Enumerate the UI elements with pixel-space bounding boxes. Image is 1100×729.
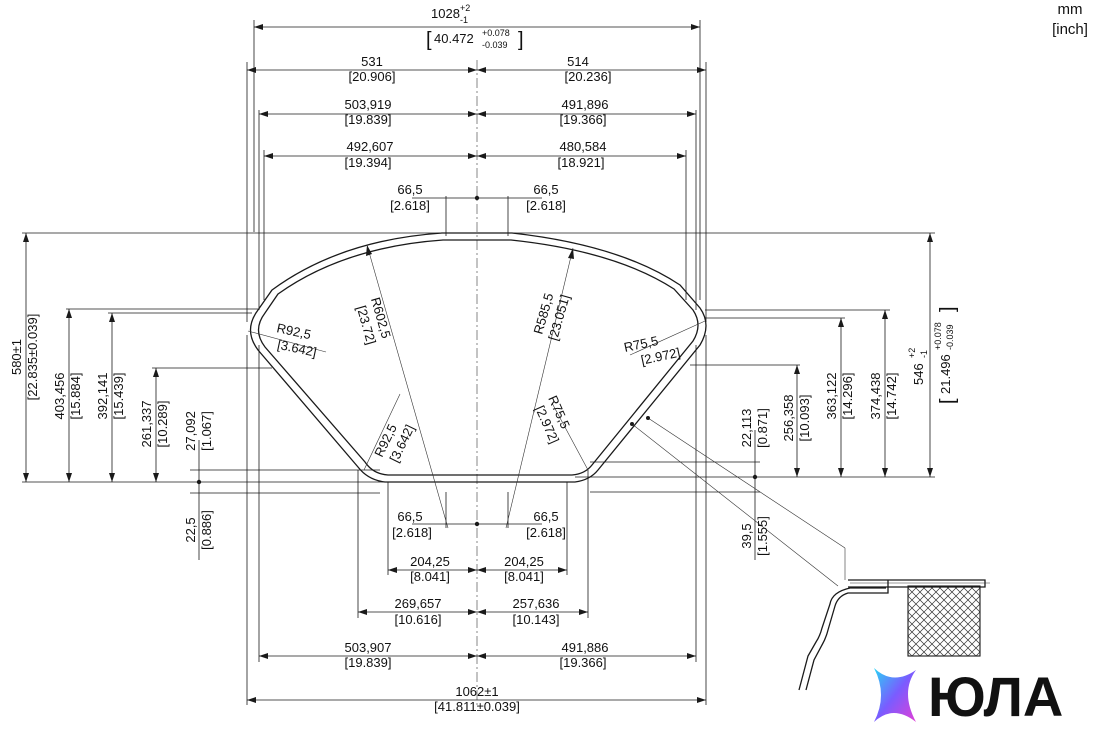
svg-text:363,122: 363,122 — [824, 373, 839, 420]
svg-text:374,438: 374,438 — [868, 373, 883, 420]
svg-text:257,636: 257,636 — [513, 596, 560, 611]
svg-text:+2: +2 — [907, 348, 917, 358]
star-gradient-logo-icon — [874, 668, 916, 722]
svg-text:[0.886]: [0.886] — [199, 510, 214, 550]
right-height-label: 546 +2 -1 [ 21.496 +0.078 -0.039 ] — [907, 306, 959, 404]
right-dim-labels: 22,113 [0.871] 256,358 [10.093] 363,122 … — [739, 373, 899, 556]
svg-text:[14.296]: [14.296] — [840, 373, 855, 420]
svg-text:[: [ — [937, 398, 959, 404]
svg-text:66,5: 66,5 — [533, 509, 558, 524]
outer-outline — [249, 232, 707, 483]
svg-text:[15.884]: [15.884] — [68, 373, 83, 420]
svg-text:[2.618]: [2.618] — [526, 525, 566, 540]
svg-text:[10.616]: [10.616] — [395, 612, 442, 627]
svg-text:[3.642]: [3.642] — [276, 337, 318, 360]
svg-text:[: [ — [426, 29, 432, 51]
svg-text:]: ] — [518, 29, 524, 51]
svg-text:392,141: 392,141 — [95, 373, 110, 420]
svg-text:[2.618]: [2.618] — [526, 198, 566, 213]
svg-text:[0.871]: [0.871] — [755, 408, 770, 448]
svg-text:[15.439]: [15.439] — [111, 373, 126, 420]
detail-leaders — [630, 416, 846, 587]
svg-text:[10.093]: [10.093] — [797, 395, 812, 442]
svg-text:[19.839]: [19.839] — [345, 655, 392, 670]
svg-text:66,5: 66,5 — [397, 182, 422, 197]
svg-text:R75,5: R75,5 — [623, 333, 660, 355]
inner-outline — [257, 239, 699, 476]
svg-text:204,25: 204,25 — [504, 554, 544, 569]
svg-text:204,25: 204,25 — [410, 554, 450, 569]
svg-text:1028: 1028 — [431, 6, 460, 21]
svg-text:269,657: 269,657 — [395, 596, 442, 611]
svg-text:+2: +2 — [460, 3, 470, 13]
top-dimension-lines — [246, 20, 707, 322]
svg-text:R92,5: R92,5 — [275, 320, 312, 342]
svg-text:[1.067]: [1.067] — [199, 411, 214, 451]
section-detail — [798, 579, 990, 691]
svg-text:+0.078: +0.078 — [482, 28, 510, 38]
svg-text:[10.143]: [10.143] — [513, 612, 560, 627]
svg-text:[8.041]: [8.041] — [504, 569, 544, 584]
svg-text:39,5: 39,5 — [739, 523, 754, 548]
svg-text:-0.039: -0.039 — [482, 40, 508, 50]
left-dim-labels: 580±1 [22.835±0.039] 403,456 [15.884] 39… — [9, 314, 214, 550]
overall-width-label: 1028 +2 -1 [ 40.472 +0.078 -0.039 ] — [426, 3, 524, 51]
svg-text:40.472: 40.472 — [434, 31, 474, 46]
svg-text:[2.618]: [2.618] — [392, 525, 432, 540]
svg-text:[19.394]: [19.394] — [345, 155, 392, 170]
svg-text:66,5: 66,5 — [397, 509, 422, 524]
svg-text:[14.742]: [14.742] — [884, 373, 899, 420]
svg-text:22,5: 22,5 — [183, 517, 198, 542]
section-insulation-block — [907, 585, 981, 657]
svg-text:-1: -1 — [460, 15, 468, 25]
svg-text:492,607: 492,607 — [347, 139, 394, 154]
svg-text:[8.041]: [8.041] — [410, 569, 450, 584]
svg-text:503,919: 503,919 — [345, 97, 392, 112]
svg-text:[19.366]: [19.366] — [560, 655, 607, 670]
svg-text:-1: -1 — [919, 350, 929, 358]
svg-text:[19.366]: [19.366] — [560, 112, 607, 127]
svg-text:491,886: 491,886 — [562, 640, 609, 655]
radius-labels: R92,5 [3.642] R602,5 [23.72] R585,5 [23.… — [275, 291, 681, 464]
svg-text:[1.555]: [1.555] — [755, 516, 770, 556]
svg-text:531: 531 — [361, 54, 383, 69]
svg-text:]: ] — [937, 306, 959, 312]
svg-text:514: 514 — [567, 54, 589, 69]
svg-text:503,907: 503,907 — [345, 640, 392, 655]
svg-text:256,358: 256,358 — [781, 395, 796, 442]
svg-text:491,896: 491,896 — [562, 97, 609, 112]
svg-text:[41.811±0.039]: [41.811±0.039] — [434, 699, 520, 714]
svg-text:261,337: 261,337 — [139, 401, 154, 448]
svg-text:[20.236]: [20.236] — [565, 69, 612, 84]
units-inch: [inch] — [1052, 21, 1088, 38]
svg-text:66,5: 66,5 — [533, 182, 558, 197]
svg-text:1062±1: 1062±1 — [455, 684, 498, 699]
left-dimension-lines — [22, 232, 440, 560]
svg-text:21.496: 21.496 — [938, 354, 953, 394]
svg-text:[18.921]: [18.921] — [558, 155, 605, 170]
svg-text:480,584: 480,584 — [560, 139, 607, 154]
top-dim-labels: 531 [20.906] 514 [20.236] 503,919 [19.83… — [345, 54, 612, 213]
radius-leaders — [247, 244, 706, 529]
svg-text:[22.835±0.039]: [22.835±0.039] — [25, 314, 40, 401]
brand-name: ЮЛА — [928, 665, 1063, 728]
svg-text:546: 546 — [911, 363, 926, 385]
svg-text:403,456: 403,456 — [52, 373, 67, 420]
svg-text:-0.039: -0.039 — [945, 324, 955, 350]
brand-logo: ЮЛА — [874, 665, 1063, 728]
right-dimension-lines — [512, 232, 935, 560]
svg-text:580±1: 580±1 — [9, 339, 24, 375]
svg-text:[10.289]: [10.289] — [155, 401, 170, 448]
bottom-dim-labels: 66,5 [2.618] 66,5 [2.618] 204,25 [8.041]… — [345, 509, 609, 714]
svg-text:+0.078: +0.078 — [933, 322, 943, 350]
units-mm: mm — [1058, 1, 1083, 18]
svg-text:[19.839]: [19.839] — [345, 112, 392, 127]
svg-text:22,113: 22,113 — [739, 409, 754, 448]
svg-text:[20.906]: [20.906] — [349, 69, 396, 84]
svg-text:27,092: 27,092 — [183, 411, 198, 451]
svg-text:[2.618]: [2.618] — [390, 198, 430, 213]
bottom-dimension-lines — [246, 335, 707, 705]
